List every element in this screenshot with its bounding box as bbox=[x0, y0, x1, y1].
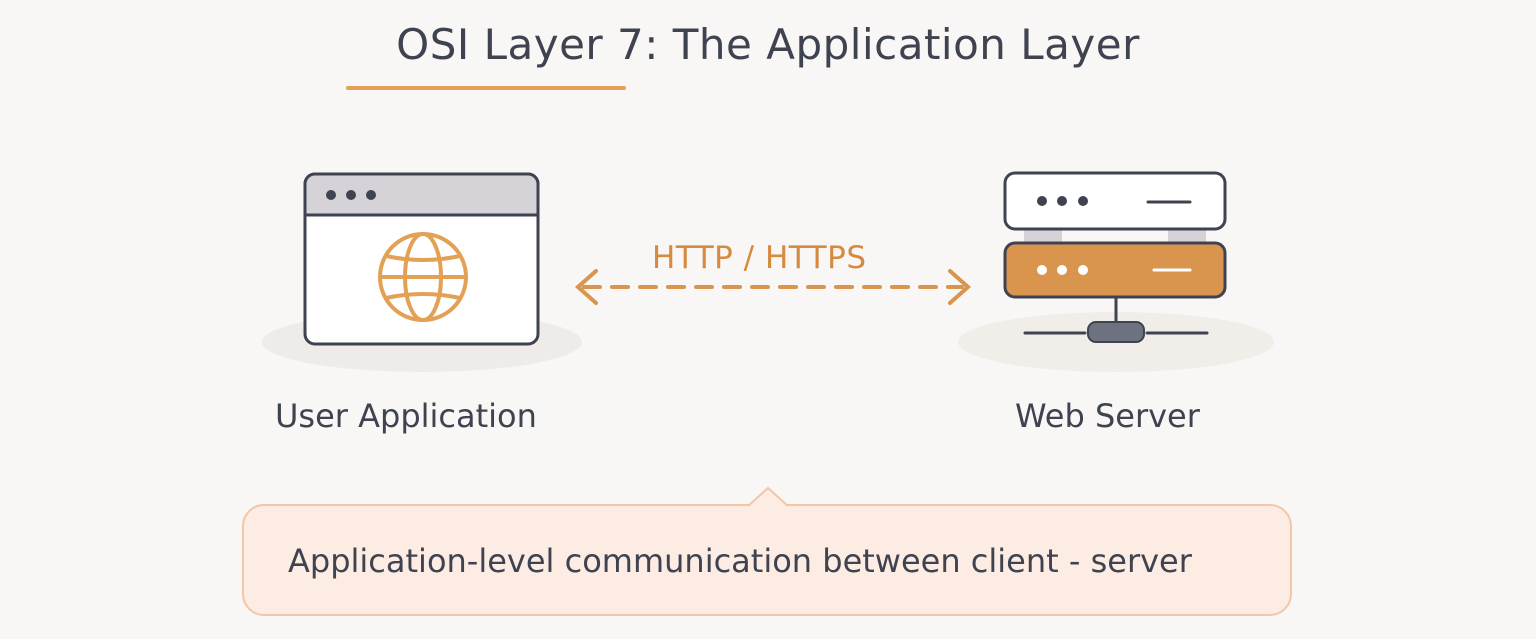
bidirectional-arrow bbox=[574, 269, 972, 305]
caption-emphasis: Application-level bbox=[288, 542, 555, 580]
title-underline bbox=[346, 86, 626, 90]
caption-rest: communication between client - server bbox=[554, 542, 1192, 580]
protocol-label: HTTP / HTTPS bbox=[652, 240, 867, 276]
caption-text: Application-level communication between … bbox=[288, 542, 1192, 580]
globe-icon bbox=[378, 232, 468, 322]
user-application-label: User Application bbox=[275, 397, 537, 435]
browser-globe-icon bbox=[303, 172, 540, 346]
web-server-label: Web Server bbox=[1015, 397, 1200, 435]
diagram-title: OSI Layer 7: The Application Layer bbox=[396, 20, 1140, 69]
server-rack-icon bbox=[1003, 171, 1227, 343]
